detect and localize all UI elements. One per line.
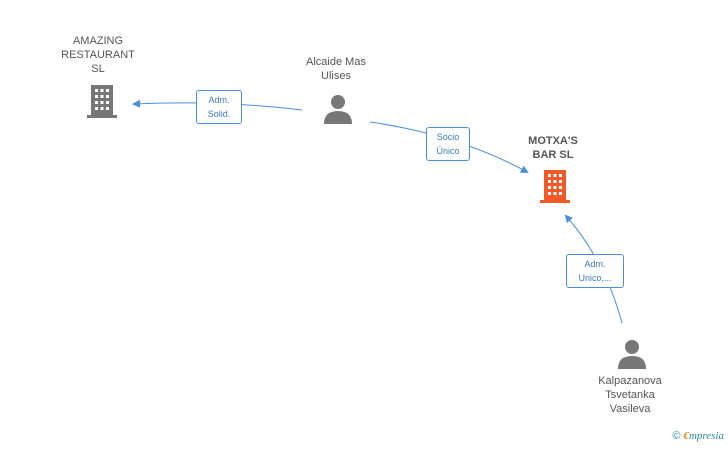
edge-label-socio-unico[interactable]: Socio Único bbox=[426, 127, 470, 161]
person-label-alcaide-mas-ulises[interactable]: Alcaide Mas Ulises bbox=[306, 56, 366, 82]
brand-initial: € bbox=[683, 430, 689, 442]
person-icon[interactable] bbox=[617, 339, 647, 369]
person-label-kalpazanova[interactable]: Kalpazanova Tsvetanka Vasileva bbox=[598, 375, 662, 415]
edge-label-adm-unico[interactable]: Adm. Unico,... bbox=[566, 254, 624, 288]
building-icon[interactable] bbox=[539, 168, 571, 204]
company-label-motxas-bar[interactable]: MOTXA'S BAR SL bbox=[528, 135, 578, 161]
empresia-logo: ©€mpresia bbox=[672, 430, 724, 442]
edge-label-adm-solid[interactable]: Adm. Solid. bbox=[196, 90, 242, 124]
brand-name: mpresia bbox=[688, 430, 724, 442]
copyright-icon: © bbox=[672, 430, 681, 442]
company-label-amazing-restaurant[interactable]: AMAZING RESTAURANT SL bbox=[61, 35, 135, 75]
building-icon[interactable] bbox=[86, 83, 118, 119]
person-icon[interactable] bbox=[323, 94, 353, 124]
